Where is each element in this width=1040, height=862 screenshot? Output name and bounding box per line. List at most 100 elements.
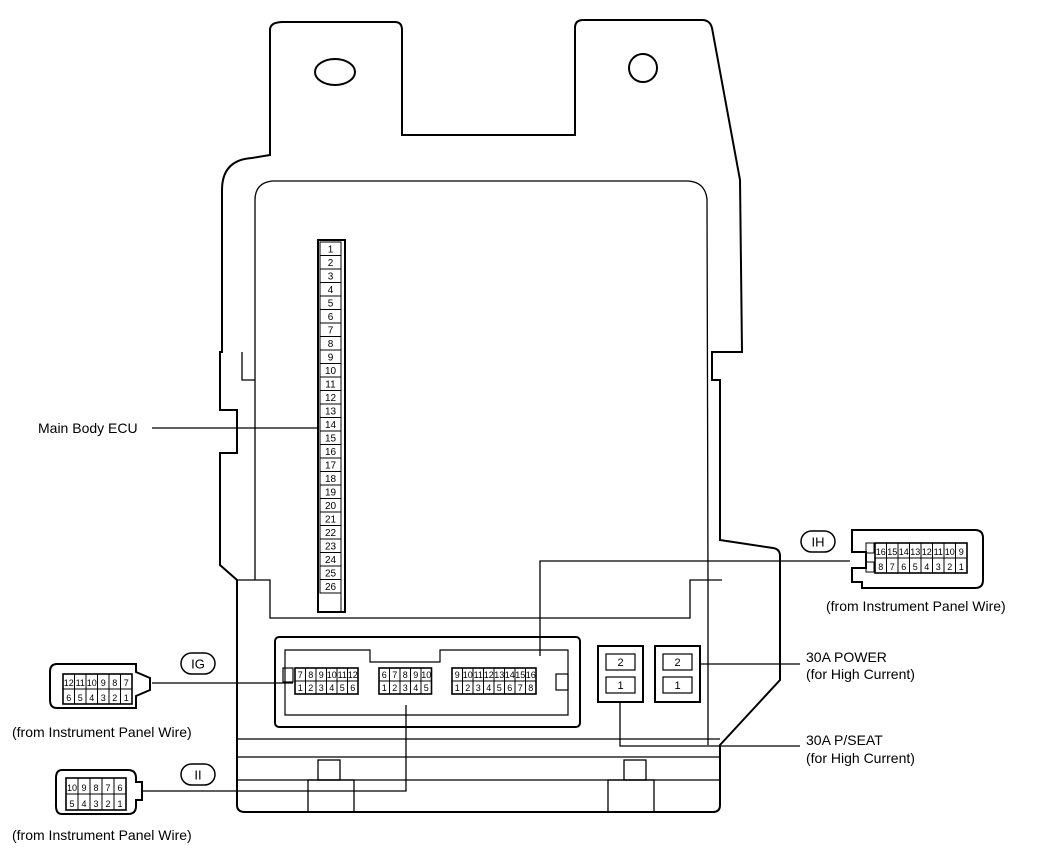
ig-pin-label: 2: [112, 693, 117, 703]
svg-text:IH: IH: [812, 535, 825, 550]
ecu-pin-label: 15: [325, 434, 337, 445]
main-body-ecu-label: Main Body ECU: [38, 420, 138, 436]
board-ig-pin-label: 10: [327, 670, 337, 680]
ih-pin-label: 13: [910, 547, 920, 557]
board-ig-pin-label: 3: [319, 683, 324, 693]
board-ii-pin-label: 1: [382, 683, 387, 693]
board-socket-group: [274, 636, 581, 728]
ih-caption: (from Instrument Panel Wire): [826, 598, 1006, 614]
board-ih-pin-frame: [451, 667, 537, 695]
board-ig-pin-label: 7: [298, 670, 303, 680]
ih-pin-label: 1: [959, 562, 964, 572]
board-ii-pin-frame: [378, 667, 433, 695]
board-ih-pin-label: 4: [486, 683, 491, 693]
ecu-pin-label: 11: [325, 380, 336, 391]
ecu-pin-label: 17: [325, 461, 337, 472]
ih-pin-label: 8: [878, 562, 883, 572]
ig-pin-label: 3: [101, 693, 106, 703]
ig-pin-label: 5: [78, 693, 83, 703]
mounting-hole-slot: [314, 58, 356, 86]
ih-pin-label: 7: [890, 562, 895, 572]
board-ig-pin-label: 8: [308, 670, 313, 680]
ecu-pin-label: 22: [325, 528, 337, 539]
ig-caption: (from Instrument Panel Wire): [12, 724, 192, 740]
fuse-socket-pseat: 2 1: [597, 645, 644, 703]
board-ih-pin-label: 15: [515, 670, 525, 680]
ecu-pin-label: 5: [328, 299, 334, 310]
board-ih-pin-label: 2: [465, 683, 470, 693]
ih-pin-label: 2: [947, 562, 952, 572]
ecu-pin-label: 2: [328, 258, 334, 269]
ii-pin-label: 6: [117, 783, 122, 793]
board-ih-pin-label: 9: [455, 670, 460, 680]
ii-pin-label: 10: [67, 783, 77, 793]
board-ih-pin-label: 5: [497, 683, 502, 693]
board-ih-pin-label: 11: [474, 670, 483, 680]
ih-leader: [539, 560, 850, 656]
board-ii-pin-label: 8: [403, 670, 408, 680]
ii-pin-label: 1: [117, 799, 122, 809]
ecu-pin-label: 18: [325, 474, 337, 485]
ii-caption: (from Instrument Panel Wire): [12, 827, 192, 843]
ecu-pin-label: 24: [325, 555, 337, 566]
ecu-pin-label: 13: [325, 407, 337, 418]
svg-text:II: II: [194, 768, 201, 783]
ih-pin-label: 10: [945, 547, 955, 557]
ii-pin-label: 7: [105, 783, 110, 793]
board-ih-pin-label: 16: [526, 670, 536, 680]
board-ii-pin-label: 5: [424, 683, 429, 693]
tag-ii: II: [180, 763, 216, 786]
ecu-pin-cell: [319, 579, 342, 594]
ecu-pin-label: 6: [328, 312, 334, 323]
fuse-socket-power: 2 1: [654, 645, 701, 703]
power-pin-bottom: 1: [674, 680, 680, 692]
pseat-pin-bottom: 1: [617, 680, 623, 692]
ii-pin-label: 8: [93, 783, 98, 793]
board-ii-pin-label: 4: [413, 683, 418, 693]
board-ih-pin-label: 14: [505, 670, 515, 680]
pseat-leader: [619, 702, 800, 747]
ecu-pin-label: 19: [325, 488, 337, 499]
board-ii-pin-label: 9: [413, 670, 418, 680]
board-ii-pin-label: 7: [392, 670, 397, 680]
svg-text:IG: IG: [191, 657, 205, 672]
ig-pin-label: 6: [66, 693, 71, 703]
tag-ig: IG: [180, 652, 216, 675]
board-ii-pin-label: 2: [392, 683, 397, 693]
ecu-pin-label: 3: [328, 272, 334, 283]
ih-pin-label: 14: [899, 547, 909, 557]
board-ii-pin-label: 3: [403, 683, 408, 693]
ecu-pin-label: 4: [328, 285, 334, 296]
board-ih-pin-label: 7: [518, 683, 523, 693]
ii-pin-label: 2: [105, 799, 110, 809]
board-ig-pin-label: 1: [298, 683, 303, 693]
ih-pin-frame: [874, 542, 968, 574]
ecu-pin-label: 14: [325, 420, 337, 431]
ecu-pin-label: 1: [328, 245, 334, 256]
ih-pin-label: 6: [901, 562, 906, 572]
ig-pin-label: 11: [76, 678, 85, 688]
tag-ih: IH: [800, 530, 836, 553]
board-ig-pin-label: 12: [348, 670, 358, 680]
ih-pin-label: 15: [887, 547, 897, 557]
ecu-pin-label: 23: [325, 542, 337, 553]
ig-pin-frame: [62, 673, 133, 705]
ig-pin-label: 10: [87, 678, 97, 688]
ih-pin-label: 9: [959, 547, 964, 557]
ecu-pin-label: 25: [325, 569, 337, 580]
board-ii-pin-label: 10: [421, 670, 431, 680]
ecu-pin-label: 10: [325, 366, 337, 377]
ii-pin-label: 3: [93, 799, 98, 809]
board-ii-pin-label: 6: [382, 670, 387, 680]
ii-pin-frame: [65, 777, 127, 811]
ig-pin-label: 12: [64, 678, 74, 688]
ih-pin-label: 11: [934, 547, 943, 557]
board-ih-pin-label: 13: [494, 670, 504, 680]
ii-pin-label: 4: [81, 799, 86, 809]
power-label-line1: 30A POWER: [806, 649, 887, 665]
ecu-pin-label: 9: [328, 353, 334, 364]
ecu-pin-label: 21: [325, 515, 337, 526]
